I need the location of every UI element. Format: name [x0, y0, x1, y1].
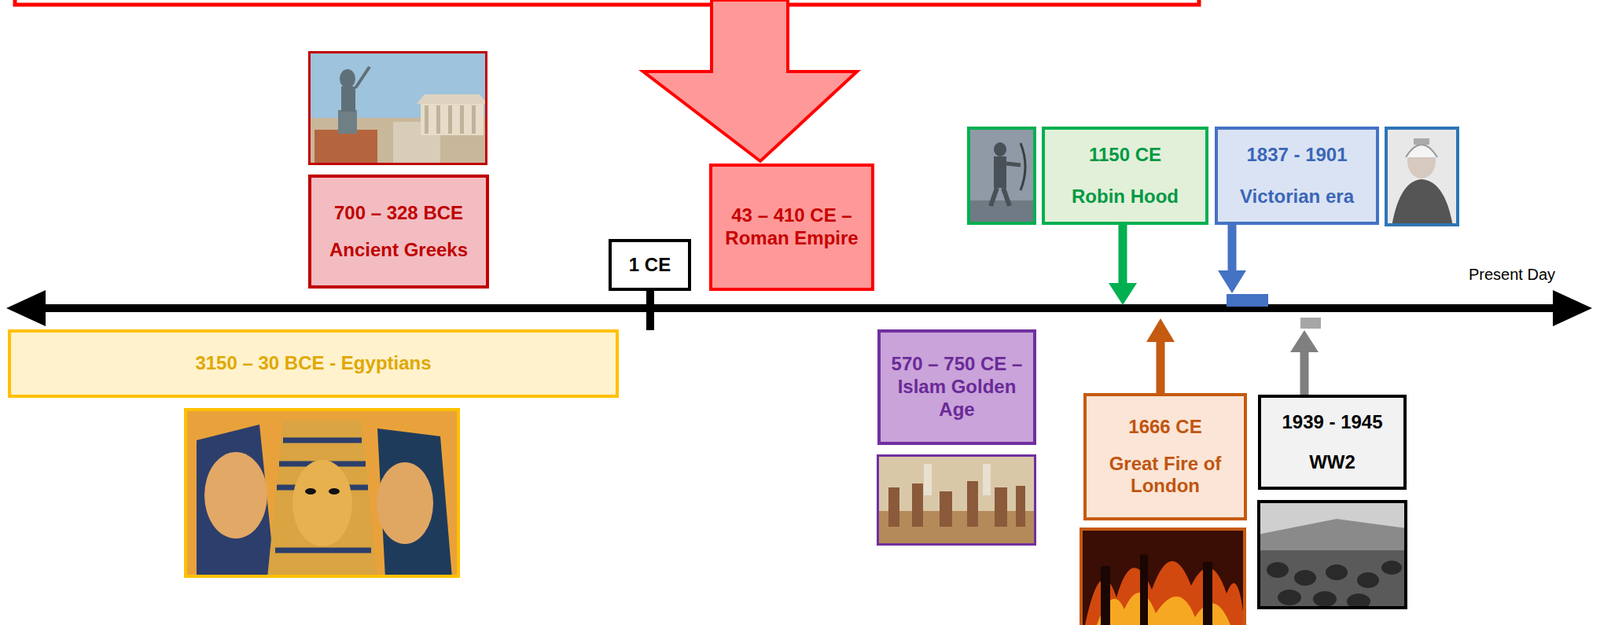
- event-arrow: [1146, 318, 1175, 394]
- event-box: 1666 CE Great Fire of London: [1083, 393, 1247, 521]
- event-text: Victorian era: [1239, 185, 1354, 209]
- event-text: 1837 - 1901: [1246, 143, 1347, 167]
- event-text: 3150 – 30 BCE - Egyptians: [194, 352, 431, 376]
- victoria-picture: [1384, 126, 1460, 227]
- event-arrow: [1290, 317, 1321, 395]
- event-text: Great Fire of London: [1094, 452, 1236, 499]
- event-text: 43 – 410 CE – Roman Empire: [720, 204, 864, 251]
- period-box: 570 – 750 CE – Islam Golden Age: [877, 329, 1037, 446]
- event-text: 1939 - 1945: [1281, 411, 1383, 435]
- event-text: Ancient Greeks: [329, 239, 468, 262]
- ww2-picture: [1257, 500, 1408, 610]
- event-text: 1 CE: [628, 253, 671, 277]
- end-label: Present Day: [1468, 265, 1556, 284]
- period-box: 700 – 328 BCE Ancient Greeks: [308, 174, 490, 289]
- event-arrow: [1108, 224, 1137, 306]
- fire-picture: [1079, 527, 1247, 625]
- period-box: 1837 - 1901Victorian era: [1214, 126, 1380, 225]
- event-text: 570 – 750 CE – Islam Golden Age: [888, 353, 1026, 421]
- period-box: 43 – 410 CE – Roman Empire: [709, 163, 875, 291]
- greek-picture: [308, 51, 488, 166]
- robin-hood-picture: [967, 126, 1037, 225]
- event-text: 1150 CE: [1088, 143, 1162, 167]
- egyptian-picture: [183, 408, 460, 578]
- event-text: 1666 CE: [1128, 415, 1202, 439]
- event-text: WW2: [1309, 451, 1356, 475]
- timeline-axis: [6, 289, 1593, 331]
- year-marker: 1 CE: [608, 239, 692, 291]
- big-arrow: [643, 0, 858, 162]
- top-box: [14, 0, 1200, 5]
- period-band: 3150 – 30 BCE - Egyptians: [7, 329, 619, 398]
- event-box: 1150 CE Robin Hood: [1041, 126, 1209, 225]
- islamic-picture: [876, 454, 1037, 546]
- event-text: Robin Hood: [1071, 185, 1179, 209]
- event-arrow: [1217, 224, 1269, 307]
- event-text: 700 – 328 BCE: [334, 202, 464, 225]
- period-box: 1939 - 1945WW2: [1257, 394, 1407, 490]
